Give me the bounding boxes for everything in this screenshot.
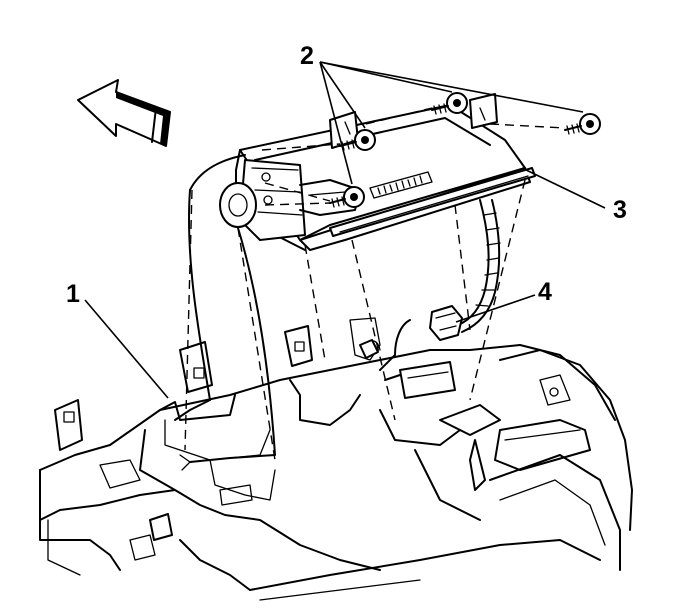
mounting-straps (174, 189, 276, 471)
callout-3-label: 3 (613, 196, 627, 224)
alignment-dashes (184, 107, 566, 461)
bolt-2-icon (431, 92, 468, 115)
callout-labels: 2 3 4 1 (66, 42, 627, 308)
leader-lines (84, 61, 606, 399)
airbag-electrical-connector (359, 305, 463, 359)
bolt-1-icon (339, 129, 376, 151)
bolt-3-icon (564, 113, 601, 135)
front-direction-arrow-icon (77, 79, 171, 147)
barcode-label (369, 171, 433, 199)
airbag-module (235, 93, 536, 251)
instrument-panel-carrier (39, 317, 633, 601)
callout-4-label: 4 (538, 278, 552, 306)
callout-2-label: 2 (300, 42, 314, 70)
bolt-4-icon (329, 186, 365, 208)
module-end-cap (189, 154, 257, 228)
callout-1-label: 1 (66, 280, 80, 308)
